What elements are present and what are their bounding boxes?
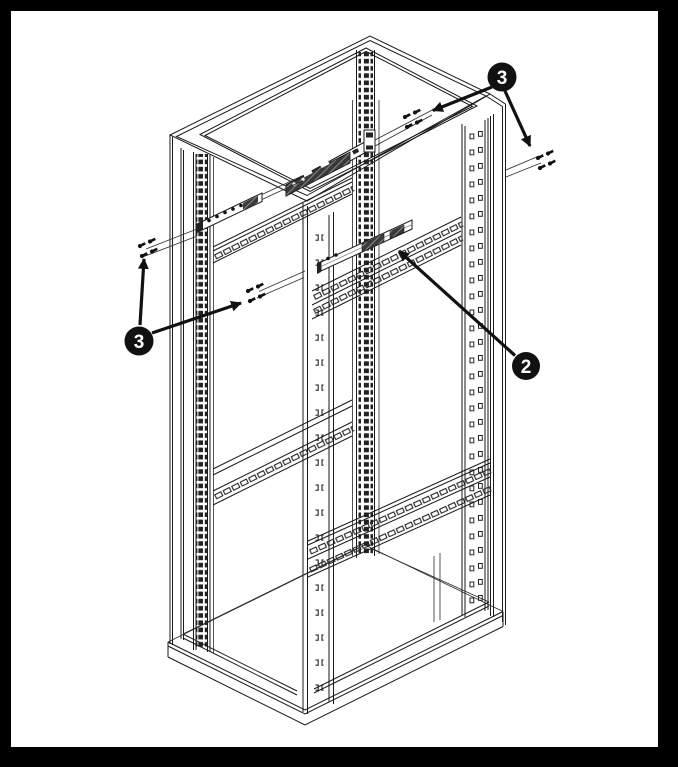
callout-3-left: 3: [124, 257, 243, 356]
callout-arrow: [151, 300, 243, 335]
canvas: [11, 11, 658, 747]
callout-arrow: [397, 249, 517, 357]
left-rail-hole-strip: [196, 154, 208, 648]
screw-set-right: [535, 149, 556, 171]
callout-arrow: [503, 90, 532, 147]
front-post-hole-column: [315, 220, 324, 698]
callout-3-top-right: 3: [431, 62, 532, 147]
left-post: [169, 135, 184, 645]
rack-top-face: [168, 35, 506, 202]
stringer-rear-left-upper: [212, 177, 355, 264]
rear-mounting-rail: [352, 50, 380, 558]
screw-set-middle: [245, 282, 266, 304]
base-frame: [167, 544, 504, 726]
slide-rail-top: [285, 129, 376, 197]
right-rail-hole-strip: [466, 128, 484, 610]
callout-arrow: [431, 85, 493, 112]
callout-arrow: [137, 257, 149, 326]
callout-badge: [487, 62, 517, 92]
screw-set-left: [137, 237, 158, 259]
stringer-front-right-upper: [311, 216, 464, 320]
top-rail-bracket: [363, 129, 376, 153]
screw-set-top: [402, 108, 423, 130]
rear-rail-hole-strip: [358, 52, 373, 554]
callout-badge: [512, 352, 540, 380]
left-mounting-rail: [193, 152, 214, 653]
callout-label: 3: [497, 68, 508, 89]
slide-rail-left: [196, 175, 304, 234]
stringer-rear-left-lower-slotted: [212, 421, 355, 506]
callout-badge: [124, 326, 154, 356]
rack-frame: [167, 35, 506, 726]
stringer-front-right-lower: [307, 458, 493, 578]
callout-label: 3: [134, 332, 145, 353]
right-mounting-rail: [433, 118, 489, 622]
callout-label: 2: [521, 357, 532, 378]
callout-2-right: 2: [397, 249, 540, 380]
stringer-rear-left-lower-plain: [212, 399, 353, 476]
slide-rail-middle: [317, 219, 413, 274]
right-post: [490, 104, 506, 625]
